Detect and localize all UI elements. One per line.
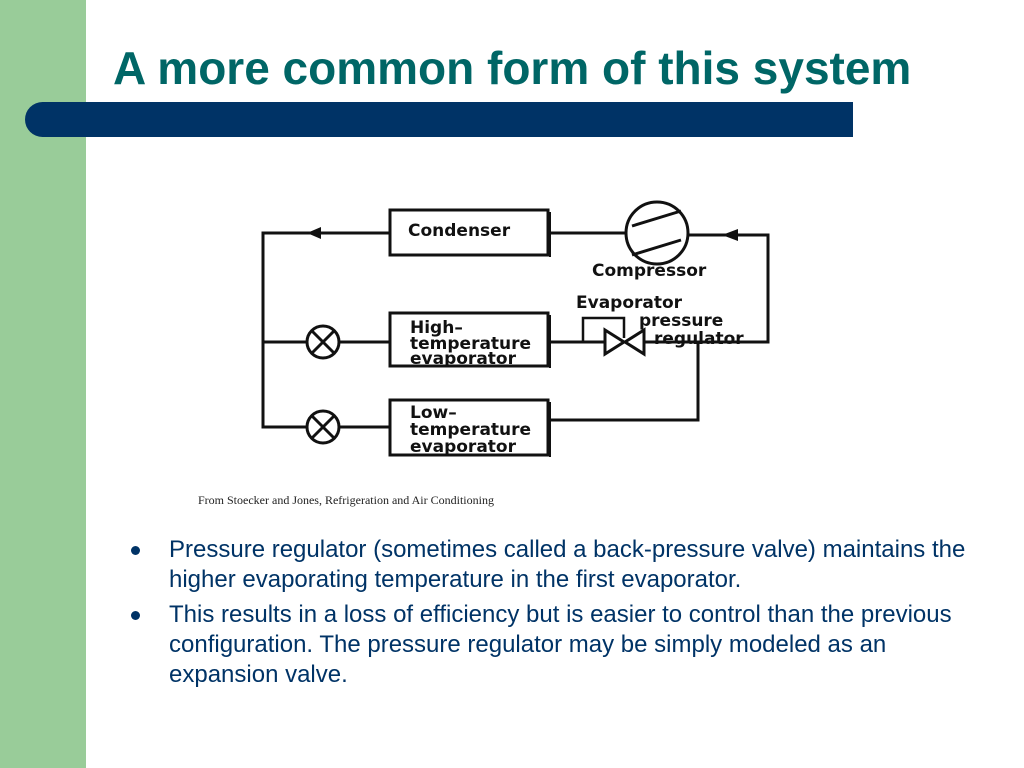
low-evap-label-line2: temperature bbox=[410, 420, 531, 440]
expansion-valve-high-icon bbox=[305, 324, 341, 360]
bullet-item: Pressure regulator (sometimes called a b… bbox=[131, 535, 996, 595]
high-evap-label-line1: High– bbox=[410, 318, 463, 338]
regulator-label-line2: pressure bbox=[639, 311, 723, 331]
high-evap-label-line2: temperature bbox=[410, 334, 531, 354]
low-evap-label-line3: evaporator bbox=[410, 437, 517, 457]
pressure-regulator-valve bbox=[581, 316, 646, 357]
bullet-dot-icon bbox=[131, 611, 140, 620]
slide-title: A more common form of this system bbox=[113, 42, 912, 94]
compressor-symbol bbox=[624, 200, 690, 266]
regulator-label-line1: Evaporator bbox=[576, 293, 683, 313]
condenser-label: Condenser bbox=[408, 221, 511, 241]
bullet-dot-icon bbox=[131, 546, 140, 555]
high-temp-evaporator-box bbox=[388, 311, 550, 368]
flow-arrow-compressor bbox=[722, 229, 738, 241]
expansion-valve-low-icon bbox=[305, 409, 341, 445]
bullet-text: Pressure regulator (sometimes called a b… bbox=[169, 536, 966, 593]
high-evap-label-line3: evaporator bbox=[410, 349, 517, 369]
bullet-item: This results in a loss of efficiency but… bbox=[131, 600, 996, 690]
compressor-line-lower bbox=[631, 238, 682, 257]
figure-caption: From Stoecker and Jones, Refrigeration a… bbox=[198, 493, 494, 507]
flow-arrow-left bbox=[307, 227, 321, 239]
compressor-line-upper bbox=[631, 209, 682, 228]
bullet-list: Pressure regulator (sometimes called a b… bbox=[131, 535, 996, 695]
refrigeration-diagram: Condenser Compressor Evaporator pressure… bbox=[250, 190, 790, 470]
low-temp-evaporator-box bbox=[388, 398, 550, 457]
condenser-box bbox=[388, 208, 550, 257]
title-underline-bar bbox=[25, 102, 853, 137]
regulator-label-line3: regulator bbox=[654, 329, 744, 349]
bullet-text: This results in a loss of efficiency but… bbox=[169, 601, 952, 688]
low-evap-label-line1: Low– bbox=[410, 403, 457, 423]
refrigeration-schematic: Condenser Compressor Evaporator pressure… bbox=[261, 200, 770, 457]
compressor-label: Compressor bbox=[592, 261, 707, 281]
